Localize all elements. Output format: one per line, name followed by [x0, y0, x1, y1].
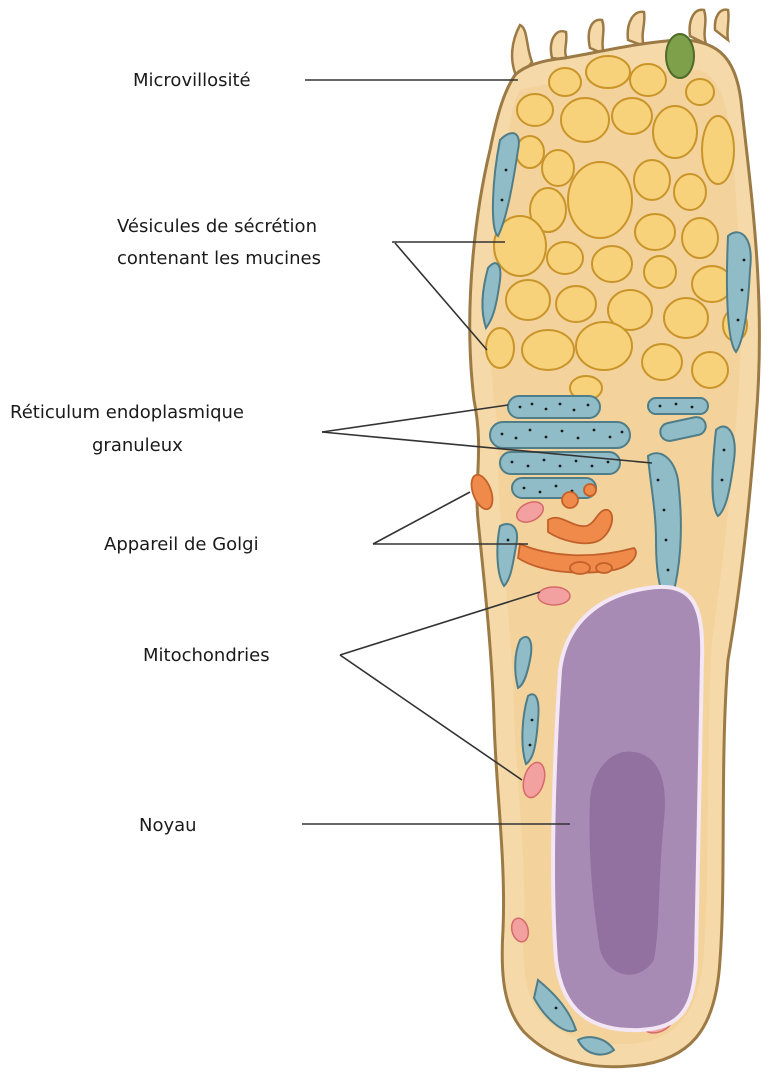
label-vesicules-line2: contenant les mucines — [117, 248, 321, 269]
nucleolus — [589, 752, 664, 975]
label-vesicules-line1: Vésicules de sécrétion — [117, 216, 317, 237]
secretory-granule — [666, 34, 694, 78]
label-noyau: Noyau — [139, 815, 197, 836]
label-golgi: Appareil de Golgi — [104, 534, 259, 555]
cell — [467, 10, 759, 1067]
label-mitochondries: Mitochondries — [143, 645, 270, 666]
leader-golgi-a — [373, 492, 470, 544]
label-microvillosite: Microvillosité — [133, 70, 251, 91]
labels: Microvillosité Vésicules de sécrétion co… — [10, 70, 321, 836]
label-reticulum-line2: granuleux — [92, 435, 183, 456]
label-reticulum-line1: Réticulum endoplasmique — [10, 402, 244, 423]
